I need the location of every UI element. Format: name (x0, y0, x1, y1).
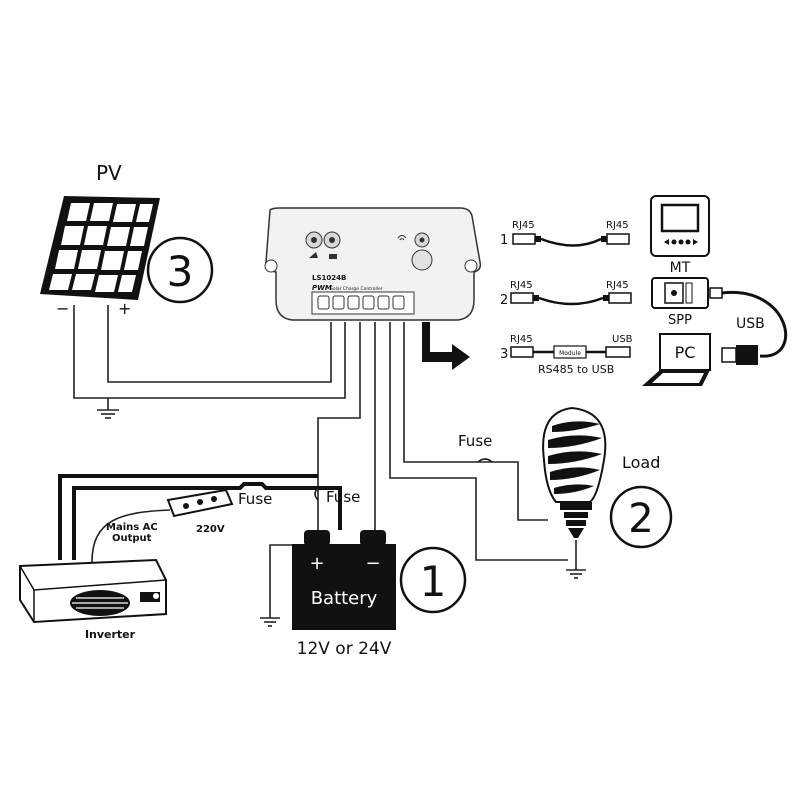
usb-connector: USB (721, 316, 765, 365)
battery-minus: − (365, 553, 380, 574)
pv-panel: PV − + 3 (40, 161, 214, 318)
usb-label: USB (736, 316, 765, 332)
pv-label: PV (96, 161, 122, 185)
fuse-battery: Fuse (314, 487, 360, 506)
load-positive-wire (403, 322, 548, 521)
controller-model: LS1024B (312, 274, 346, 282)
inverter-label: Inverter (85, 628, 136, 641)
battery-voltage: 12V or 24V (297, 639, 392, 659)
mt-label: MT (670, 260, 691, 276)
svg-text:2: 2 (500, 293, 508, 308)
pv-negative-wire (73, 305, 346, 399)
mains-ac-label: Mains AC (106, 522, 158, 533)
battery: + − Battery 12V or 24V 1 (292, 530, 467, 659)
svg-text:Module: Module (559, 350, 581, 357)
pv-step-number: 3 (167, 247, 194, 296)
fuse-load: Fuse (458, 432, 493, 463)
ac-socket: Mains AC Output 220V (106, 488, 234, 544)
svg-text:Fuse: Fuse (238, 490, 272, 508)
load-step-number: 2 (628, 496, 653, 542)
battery-step-number: 1 (420, 557, 447, 606)
pv-cells (49, 203, 153, 292)
svg-text:RJ45: RJ45 (510, 280, 533, 291)
svg-text:Fuse: Fuse (326, 488, 360, 506)
controller-pwm: PWM (312, 284, 332, 292)
pv-minus-label: − (56, 299, 69, 318)
svg-text:USB: USB (612, 334, 633, 345)
comm-arrow-icon (422, 322, 470, 370)
load-label: Load (622, 453, 660, 472)
wires (58, 290, 788, 627)
spp-label: SPP (668, 313, 692, 328)
battery-label: Battery (311, 588, 378, 609)
controller-subtitle: Solar Charge Controller (330, 286, 383, 292)
pc-laptop: PC (642, 333, 711, 386)
inverter-negative-wire (72, 482, 342, 560)
meter-mt: MT (650, 195, 710, 276)
svg-text:RS485 to USB: RS485 to USB (538, 363, 614, 376)
output-label: Output (112, 533, 152, 544)
svg-text:RJ45: RJ45 (606, 220, 629, 231)
svg-text:RJ45: RJ45 (606, 280, 629, 291)
inverter-positive-wire (58, 474, 318, 560)
inverter: Inverter (19, 558, 167, 641)
charge-controller: LS1024B PWM Solar Charge Controller (264, 207, 482, 370)
svg-text:RJ45: RJ45 (510, 334, 533, 345)
fuse-inverter: Fuse (238, 490, 272, 508)
svg-text:1: 1 (500, 233, 508, 248)
pv-positive-wire (107, 305, 332, 383)
pv-plus-label: + (118, 299, 131, 318)
spp-unit: SPP (651, 277, 723, 328)
svg-text:RJ45: RJ45 (512, 220, 535, 231)
comm-cables: 1 RJ45 RJ45 2 RJ45 RJ45 3 RJ45 USB Modul… (500, 220, 633, 376)
load-negative-wire (389, 322, 568, 561)
svg-text:Fuse: Fuse (458, 432, 492, 450)
svg-text:3: 3 (500, 347, 508, 362)
load-bulb: Load 2 (542, 406, 673, 549)
pc-label: PC (675, 343, 696, 362)
ac-voltage-label: 220V (196, 524, 225, 535)
battery-plus: + (309, 553, 324, 574)
